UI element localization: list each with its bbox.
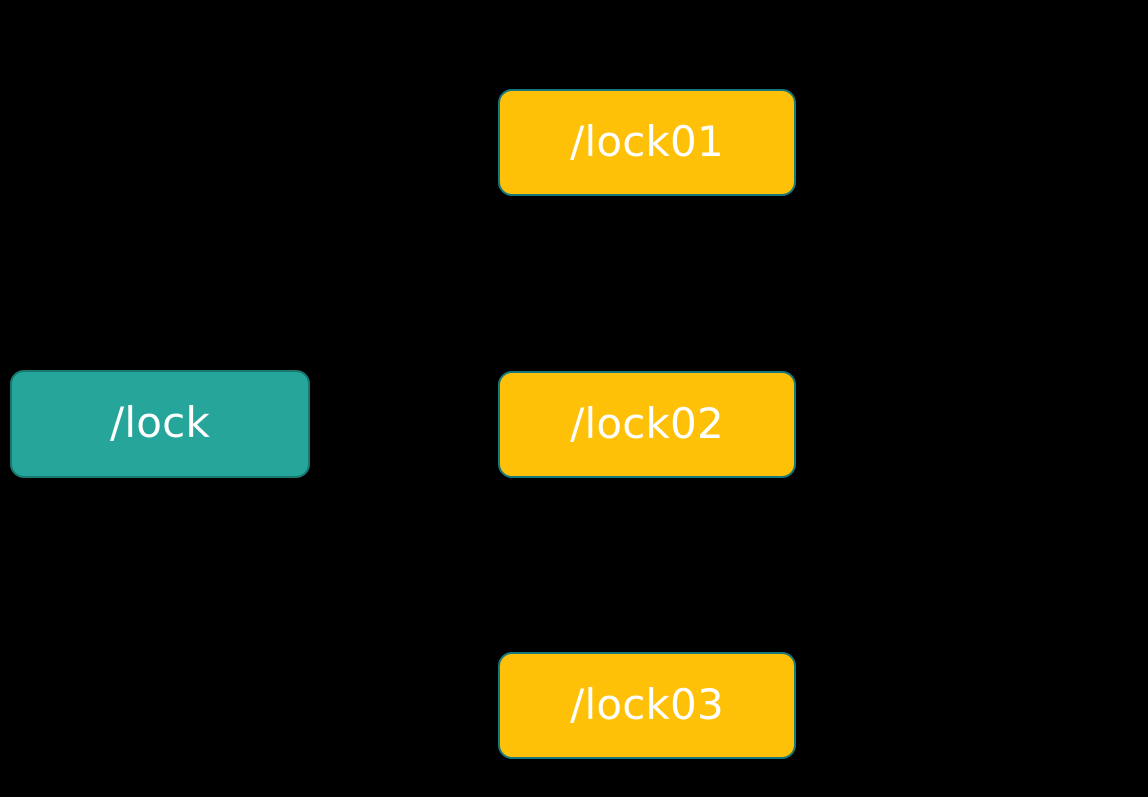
node-lock03-label: /lock03: [570, 679, 724, 729]
edge-lock-to-lock01: [309, 129, 499, 426]
node-lock[interactable]: /lock: [10, 370, 310, 478]
edge-lock-to-lock03: [309, 422, 499, 719]
node-lock02[interactable]: /lock02: [498, 371, 796, 478]
node-lock01[interactable]: /lock01: [498, 89, 796, 196]
node-lock02-label: /lock02: [570, 398, 724, 448]
node-lock01-label: /lock01: [570, 116, 724, 166]
node-lock-label: /lock: [110, 398, 210, 447]
node-lock03[interactable]: /lock03: [498, 652, 796, 759]
